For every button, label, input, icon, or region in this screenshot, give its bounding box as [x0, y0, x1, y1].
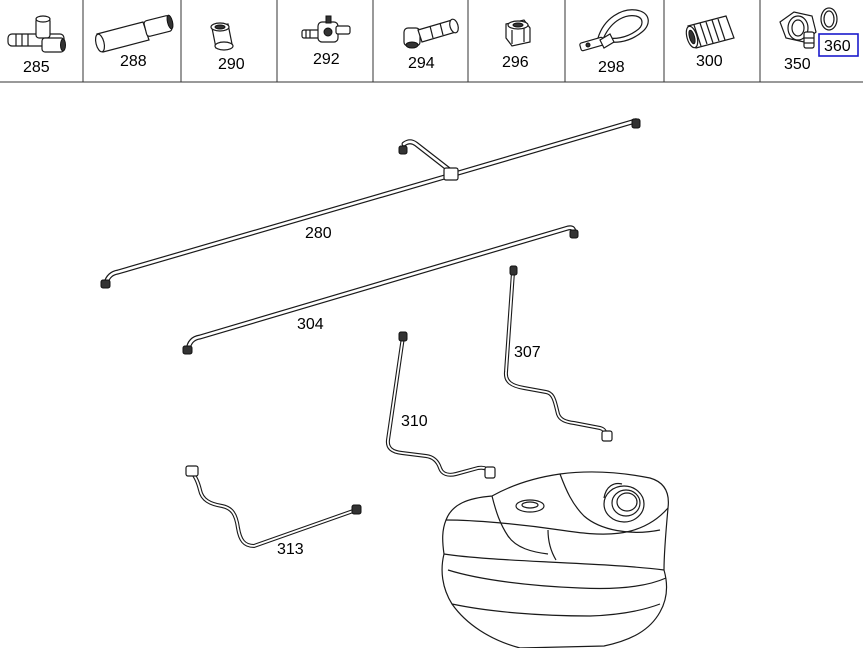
- valve-connector-icon[interactable]: [301, 15, 351, 43]
- callout-304[interactable]: 304: [297, 316, 324, 333]
- part-number-285[interactable]: 285: [23, 59, 50, 76]
- fuel-line-280[interactable]: [100, 118, 641, 289]
- part-number-292[interactable]: 292: [313, 51, 340, 68]
- callout-310[interactable]: 310: [401, 413, 428, 430]
- hose-sleeve-icon[interactable]: [94, 14, 174, 53]
- part-number-300[interactable]: 300: [696, 53, 723, 70]
- bellows-icon[interactable]: [684, 15, 735, 49]
- header-strip: 285 288 290 292: [0, 0, 863, 83]
- sealing-ring-icon[interactable]: [820, 7, 838, 31]
- fuel-line-307[interactable]: [503, 265, 613, 442]
- part-number-288[interactable]: 288: [120, 53, 147, 70]
- tee-connector-icon[interactable]: [7, 15, 66, 53]
- callout-280[interactable]: 280: [305, 225, 332, 242]
- part-number-350[interactable]: 350: [784, 56, 811, 73]
- cable-clamp-icon[interactable]: [579, 9, 649, 52]
- callout-307[interactable]: 307: [514, 344, 541, 361]
- part-number-294[interactable]: 294: [408, 55, 435, 72]
- screw-plug-icon[interactable]: [779, 11, 817, 49]
- part-number-298[interactable]: 298: [598, 59, 625, 76]
- part-number-360[interactable]: 360: [824, 38, 851, 55]
- bushing-icon[interactable]: [210, 22, 234, 51]
- fuel-line-304[interactable]: [182, 225, 579, 355]
- callout-313[interactable]: 313: [277, 541, 304, 558]
- cap-icon[interactable]: [505, 19, 531, 47]
- part-number-296[interactable]: 296: [502, 54, 529, 71]
- fuel-tank[interactable]: [441, 471, 669, 648]
- highlight-box-360: [818, 33, 859, 57]
- fuel-line-310[interactable]: [385, 331, 496, 479]
- elbow-connector-icon[interactable]: [403, 18, 460, 49]
- part-number-290[interactable]: 290: [218, 56, 245, 73]
- fuel-line-313[interactable]: [185, 465, 362, 548]
